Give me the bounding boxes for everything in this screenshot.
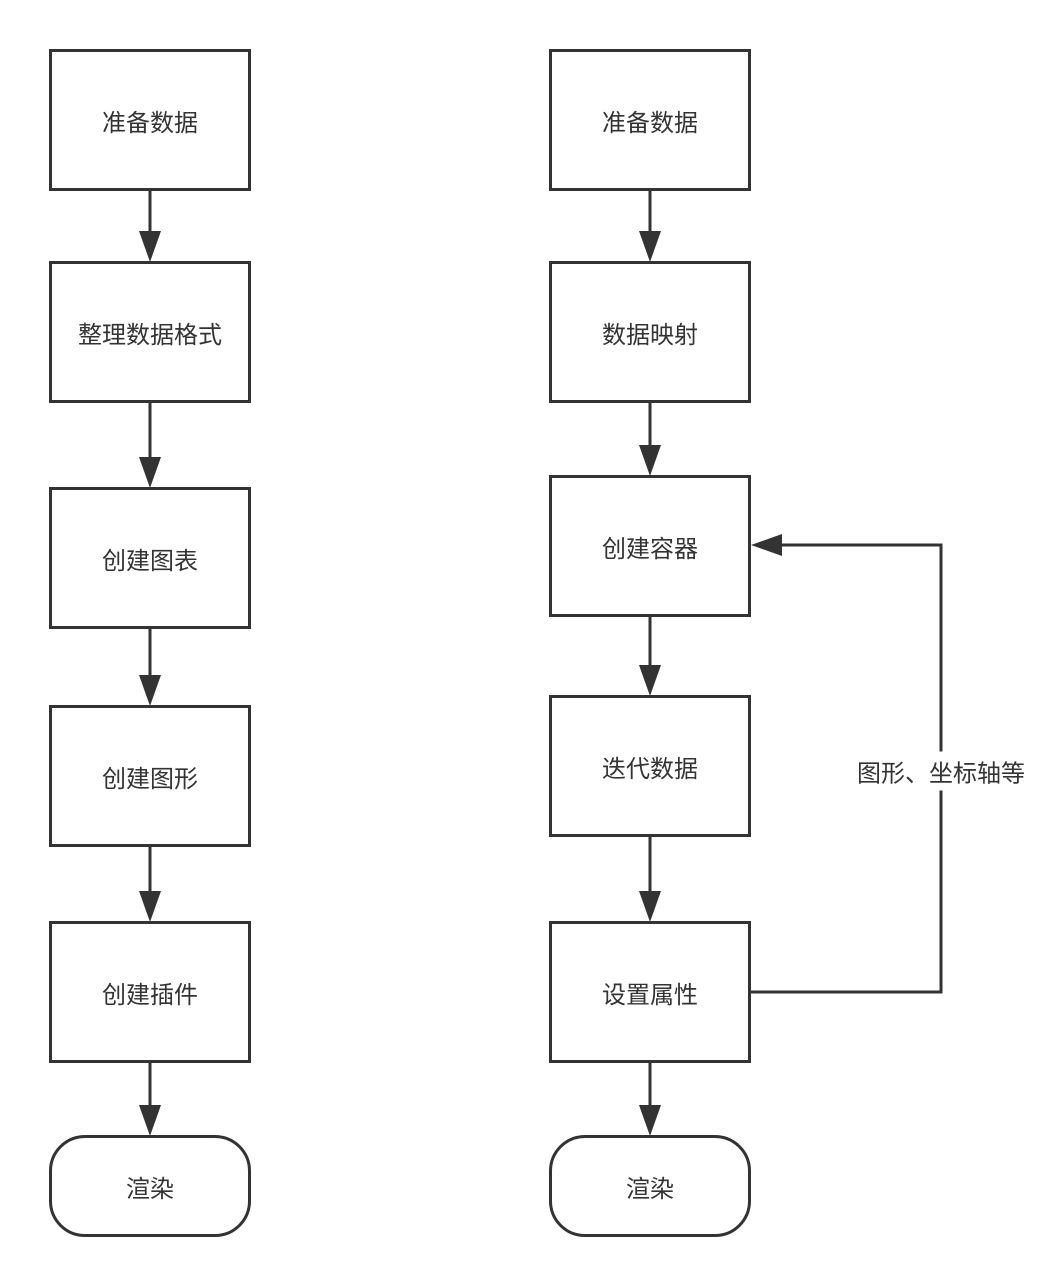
right-node-render: 渲染 <box>549 1135 751 1237</box>
node-label: 迭代数据 <box>602 754 698 783</box>
left-node-create-chart: 创建图表 <box>49 487 251 629</box>
node-label: 创建图形 <box>102 764 198 793</box>
right-edge-3-arrowhead-icon <box>639 891 661 922</box>
node-label: 准备数据 <box>602 108 698 137</box>
node-label: 渲染 <box>126 1174 174 1203</box>
node-label: 整理数据格式 <box>78 320 222 349</box>
right-edge-4-arrowhead-icon <box>639 1105 661 1136</box>
right-edge-0-arrowhead-icon <box>639 231 661 262</box>
left-edge-3-arrowhead-icon <box>139 891 161 922</box>
left-edge-4-arrowhead-icon <box>139 1105 161 1136</box>
left-node-prepare-data: 准备数据 <box>49 49 251 191</box>
right-edge-2-arrowhead-icon <box>639 665 661 696</box>
node-label: 准备数据 <box>102 108 198 137</box>
right-node-prepare-data: 准备数据 <box>549 49 751 191</box>
left-edge-1-arrowhead-icon <box>139 457 161 488</box>
right-node-data-mapping: 数据映射 <box>549 261 751 403</box>
loop-edge-label: 图形、坐标轴等 <box>857 751 1025 791</box>
left-edge-0-arrowhead-icon <box>139 231 161 262</box>
left-edge-2-arrowhead-icon <box>139 675 161 706</box>
right-node-create-container: 创建容器 <box>549 475 751 617</box>
node-label: 创建容器 <box>602 534 698 563</box>
left-node-create-shape: 创建图形 <box>49 705 251 847</box>
node-label: 渲染 <box>626 1174 674 1203</box>
right-edge-1-arrowhead-icon <box>639 445 661 476</box>
left-node-render: 渲染 <box>49 1135 251 1237</box>
right-node-iterate-data: 迭代数据 <box>549 695 751 837</box>
loop-edge-arrowhead-icon <box>751 534 782 556</box>
right-node-set-attributes: 设置属性 <box>549 921 751 1063</box>
left-node-create-plugin: 创建插件 <box>49 921 251 1063</box>
node-label: 数据映射 <box>602 320 698 349</box>
node-label: 创建插件 <box>102 980 198 1009</box>
left-node-format-data: 整理数据格式 <box>49 261 251 403</box>
node-label: 设置属性 <box>602 980 698 1009</box>
node-label: 创建图表 <box>102 546 198 575</box>
